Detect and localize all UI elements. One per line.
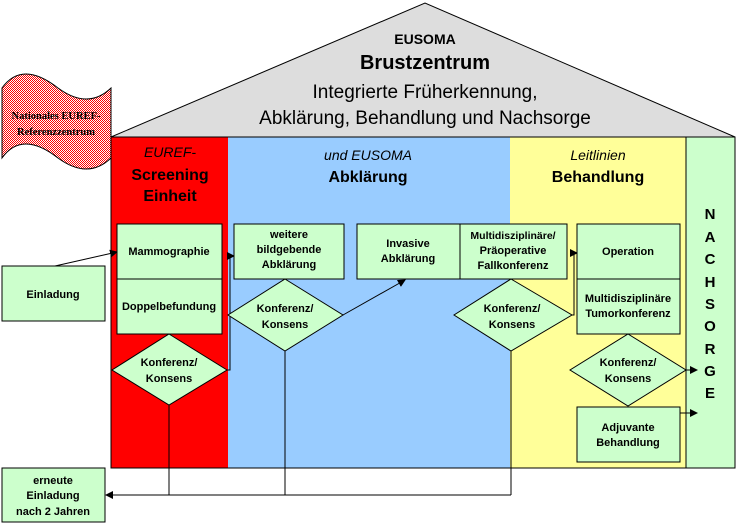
abklaerung-subtitle: und EUSOMA (324, 147, 412, 163)
box-tumorkonferenz: Multidisziplinäre Tumorkonferenz (576, 278, 681, 335)
roof-subtitle-line1: Integrierte Früherkennung, (313, 82, 538, 103)
box-fallkonferenz-line1: Multidisziplinäre/ (470, 230, 555, 242)
behandlung-subtitle: Leitlinien (570, 147, 625, 163)
nachsorge-letter: E (705, 385, 715, 402)
diamond-konsens-screening-line2: Konsens (146, 373, 192, 385)
nachsorge-label: N A C H S O R G E (704, 206, 716, 402)
diamond-konsens-screening-line1: Konferenz/ (141, 357, 198, 369)
diamond-konsens-abklaerung-line1: Konferenz/ (257, 303, 314, 315)
box-erneute-line2: Einladung (26, 490, 79, 502)
box-tumorkonferenz-line1: Multidisziplinäre (585, 293, 671, 305)
abklaerung-title: Abklärung (328, 169, 407, 186)
roof-subtitle-line2: Abklärung, Behandlung und Nachsorge (259, 108, 591, 129)
screening-title-line1: Screening (131, 167, 208, 184)
box-doppelbefundung: Doppelbefundung (116, 278, 223, 335)
box-tumorkonferenz-line2: Tumorkonferenz (585, 308, 671, 320)
diamond-konsens-praeoperativ-line1: Konferenz/ (484, 303, 541, 315)
box-mammographie: Mammographie (116, 223, 223, 280)
box-invasive-line2: Abklärung (381, 253, 435, 265)
nachsorge-letter: O (704, 318, 716, 335)
arrow-einladung-to-mammographie (54, 249, 118, 267)
nachsorge-letter: N (705, 206, 716, 223)
connectors (54, 249, 698, 499)
nachsorge-letter: H (705, 274, 716, 291)
box-einladung-text: Einladung (26, 289, 79, 301)
banner-line2: Referenzzentrum (17, 127, 95, 138)
diamond-konsens-abklaerung-line2: Konsens (262, 319, 308, 331)
nachsorge-letter: G (704, 363, 716, 380)
box-weitere-line1: weitere (269, 229, 308, 241)
box-praeoperative-fallkonferenz: Multidisziplinäre/ Präoperative Fallkonf… (459, 223, 568, 280)
house-body-outline (110, 136, 736, 469)
referenzzentrum-banner: Nationales EUREF- Referenzzentrum (1, 73, 112, 170)
diamond-konsens-behandlung-line1: Konferenz/ (600, 357, 657, 369)
nachsorge-letter: R (705, 341, 716, 358)
box-doppelbefundung-text: Doppelbefundung (122, 301, 216, 313)
diamond-konsens-praeoperativ-line2: Konsens (489, 319, 535, 331)
box-weitere-bildgebung: weitere bildgebende Abklärung (233, 223, 345, 280)
screening-title-line2: Einheit (143, 188, 197, 205)
arrow-konsens1-to-weitere (227, 252, 235, 371)
box-erneute-line3: nach 2 Jahren (16, 506, 90, 518)
box-invasive-line1: Invasive (386, 238, 429, 250)
diamond-konsens-abklaerung: Konferenz/ Konsens (227, 278, 344, 352)
roof-title: Brustzentrum (360, 52, 490, 74)
diamond-konsens-screening: Konferenz/ Konsens (111, 333, 228, 406)
nachsorge-letter: S (705, 296, 715, 313)
box-adjuvante-behandlung: Adjuvante Behandlung (576, 406, 681, 463)
box-einladung: Einladung (1, 265, 106, 322)
box-fallkonferenz-line2: Präoperative (480, 245, 547, 257)
box-weitere-line2: bildgebende (257, 244, 322, 256)
diamond-konsens-behandlung: Konferenz/ Konsens (569, 333, 687, 407)
box-adjuvante-line1: Adjuvante (601, 422, 654, 434)
arrow-konsens3-to-operation (570, 249, 578, 316)
nachsorge-letter: A (705, 229, 716, 246)
box-erneute-einladung: erneute Einladung nach 2 Jahren (1, 467, 106, 523)
roof-eusoma-label: EUSOMA (394, 31, 455, 47)
screening-subtitle: EUREF- (144, 144, 196, 160)
box-weitere-line3: Abklärung (262, 259, 316, 271)
box-erneute-line1: erneute (33, 475, 73, 487)
box-operation-text: Operation (602, 246, 654, 258)
box-adjuvante-line2: Behandlung (596, 437, 660, 449)
diamond-konsens-behandlung-line2: Konsens (605, 373, 651, 385)
box-operation: Operation (576, 223, 681, 280)
diamond-konsens-praeoperativ: Konferenz/ Konsens (453, 278, 573, 352)
roof: EUSOMA Brustzentrum Integrierte Früherke… (110, 2, 736, 138)
arrow-konsens2-to-invasive (342, 279, 406, 316)
nachsorge-letter: C (705, 251, 716, 268)
box-invasive-abklaerung: Invasive Abklärung (356, 223, 461, 280)
box-mammographie-text: Mammographie (128, 246, 209, 258)
behandlung-title: Behandlung (552, 169, 644, 186)
banner-line1: Nationales EUREF- (12, 111, 101, 122)
box-fallkonferenz-line3: Fallkonferenz (478, 260, 549, 272)
